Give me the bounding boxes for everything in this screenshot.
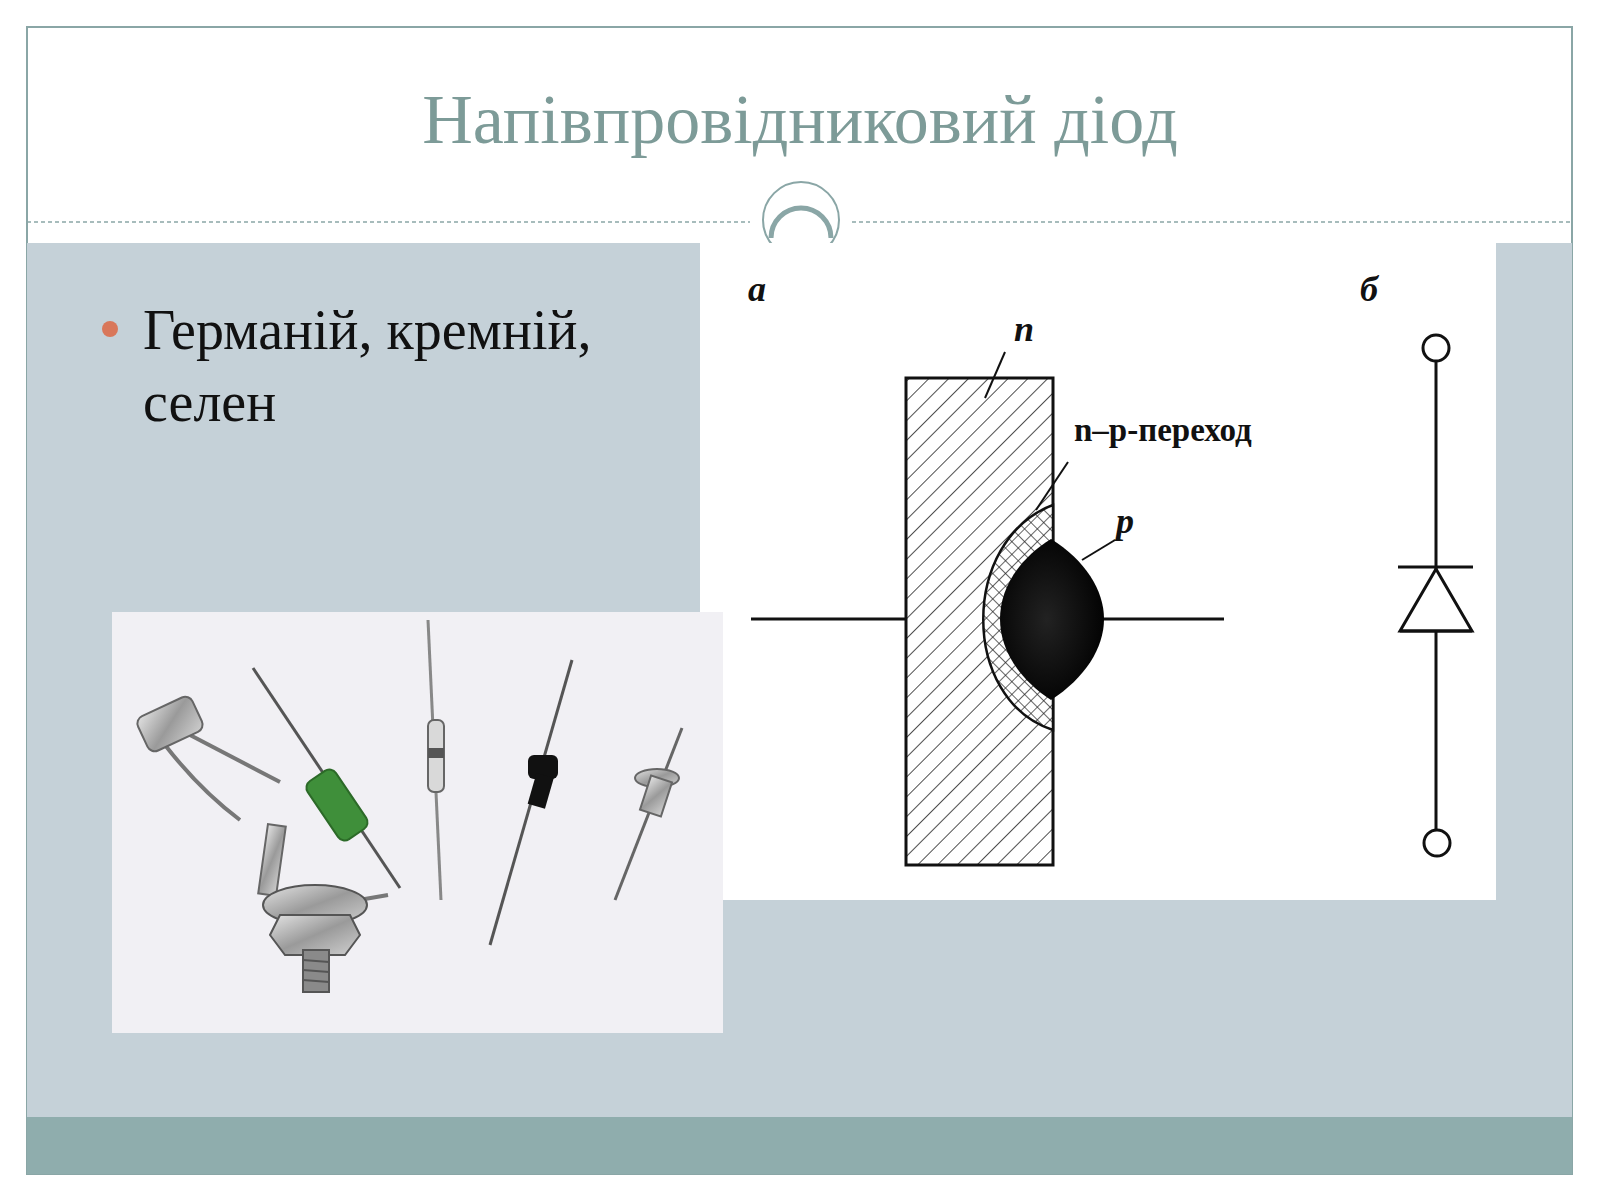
region-label: p bbox=[1116, 500, 1134, 542]
diodes-photo bbox=[112, 612, 723, 1033]
panel-letter: а bbox=[748, 268, 766, 310]
slide-frame bbox=[27, 27, 1572, 1174]
slide-title: Напівпровідниковий діод bbox=[0, 80, 1600, 160]
bullet-dot bbox=[102, 321, 118, 337]
panel-letter: б bbox=[1360, 268, 1378, 310]
diode-symbol bbox=[1398, 335, 1473, 856]
content-panel bbox=[27, 243, 1572, 1117]
bullet-text: Германій, кремній, селен bbox=[143, 294, 613, 438]
diagram-ground bbox=[700, 243, 1496, 900]
region-label: n bbox=[1014, 308, 1034, 350]
junction-label: n–p-переход bbox=[1074, 412, 1252, 449]
footer-band bbox=[27, 1117, 1572, 1174]
